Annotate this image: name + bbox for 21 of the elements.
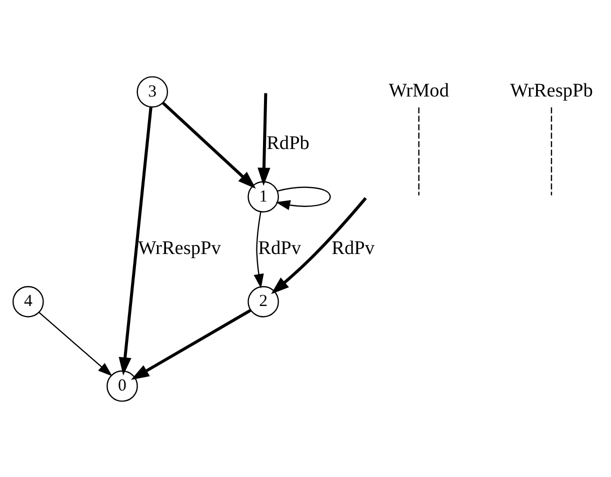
- node-text: WrMod: [388, 80, 449, 101]
- connector: [418, 106, 420, 195]
- edge-label: RdPv: [258, 237, 302, 258]
- node-circle: 4: [12, 286, 44, 317]
- node-text: WrRespPb: [510, 80, 593, 101]
- arrow: [254, 211, 264, 288]
- arrow: [118, 106, 152, 375]
- connector: [550, 106, 552, 195]
- edge-label: RdPb: [266, 132, 310, 154]
- arrow: [276, 186, 331, 210]
- arrow: [258, 92, 270, 186]
- edge-label: RdPv: [332, 237, 375, 258]
- node-circle: 0: [106, 370, 138, 402]
- node-circle: 3: [136, 76, 168, 108]
- node-circle: 1: [248, 180, 279, 212]
- node-circle: 2: [248, 286, 279, 317]
- arrow: [38, 311, 112, 376]
- arrow: [271, 196, 367, 294]
- arrow: [130, 308, 252, 380]
- edge-label: WrRespPv: [138, 237, 221, 258]
- arrow: [162, 101, 256, 188]
